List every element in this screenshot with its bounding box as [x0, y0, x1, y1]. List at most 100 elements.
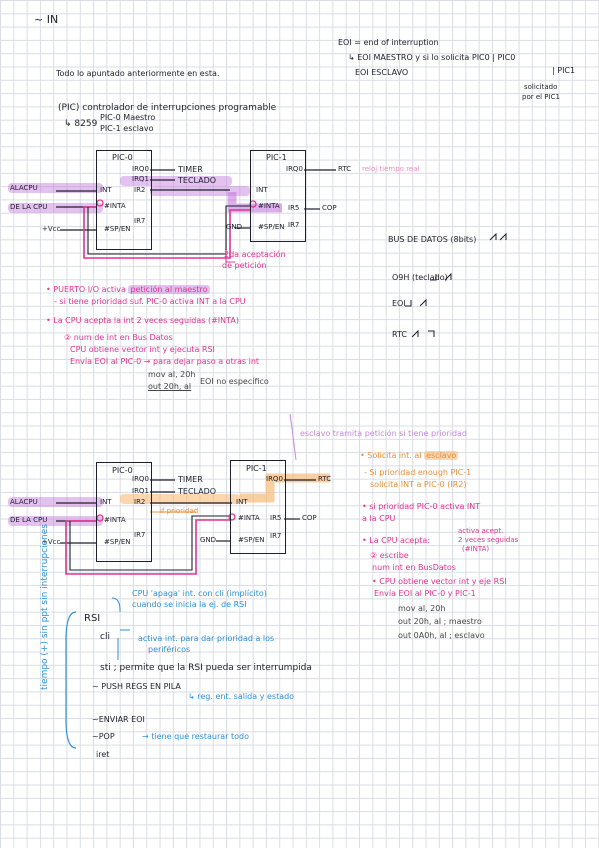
eoi-master: ↳ EOI MAESTRO y si lo solicita PIC0 | PI…	[348, 53, 516, 62]
pop-annotation: → tiene que restaurar todo	[142, 732, 250, 741]
sti-line: sti ; permite que la RSI pueda ser inter…	[100, 663, 312, 673]
teclado-label: TECLADO	[178, 176, 217, 185]
note2-e1: ② escribe	[370, 551, 409, 560]
second-acceptance-note: 2da aceptación	[224, 250, 286, 259]
ir5-label: IR5	[288, 204, 300, 212]
irq1-label: IRQ1	[132, 175, 149, 183]
cli-annotation-1: CPU 'apaga' int. con cli (implícito)	[132, 589, 267, 598]
esclavo-note: esclavo tramita petición si tiene priori…	[300, 429, 468, 438]
cli-label: cli	[100, 632, 110, 642]
rtc-label: RTC	[338, 165, 352, 173]
note2-b2: solicita INT a PIC-0 (IR2)	[370, 480, 467, 489]
cli-annotation-2: cuando se inicia la ej. de RSI	[132, 600, 247, 609]
inta-label-2: #INTA	[104, 516, 126, 524]
note2-f1: • CPU obtiene vector int y eje RSI	[372, 577, 507, 586]
ir2-label: IR2	[134, 186, 146, 194]
pic1-box-2	[230, 460, 286, 554]
note1-c6: EOI no específico	[200, 377, 269, 386]
gnd-label: GND	[226, 223, 243, 231]
sp-label-2: #SP/EN	[104, 538, 131, 546]
bus-datos-label: BUS DE DATOS (8bits)	[388, 235, 477, 244]
note2-f3: mov al, 20h	[398, 604, 446, 613]
sp-label: #SP/EN	[104, 225, 131, 233]
if-prioridad-note: if prioridad	[160, 507, 199, 515]
solicitado-note: solicitado	[524, 83, 558, 91]
pic0-master-label: PIC-0 Maestro	[100, 113, 156, 122]
push-line: ~ PUSH REGS EN PILA	[92, 682, 181, 691]
cop-label: COP	[322, 204, 337, 212]
note1-c5: out 20h, al	[148, 382, 192, 391]
timer-label: TIMER	[178, 165, 203, 174]
note2-a1: • Solicita int. al esclavo	[360, 451, 459, 460]
note1-b1: • La CPU acepta la int 2 veces seguidas …	[46, 316, 239, 325]
vcc-label-2: +Vcc	[42, 538, 61, 546]
pop-line: ~POP	[92, 732, 115, 741]
de-peticion-note: de petición	[222, 261, 267, 270]
todo-apuntado: Todo lo apuntado anteriormente en esta.	[56, 69, 220, 78]
page-title: ~ IN	[34, 13, 59, 26]
ir7-label: IR7	[134, 217, 146, 225]
pic-definition: (PIC) controlador de interrupciones prog…	[58, 103, 277, 113]
p1-ir7-label: IR7	[288, 221, 300, 229]
pic0-title: PIC-0	[112, 153, 133, 162]
p1-ir7-label-2: IR7	[270, 532, 282, 540]
irq1-label-2: IRQ1	[132, 487, 149, 495]
note2-f2: Envía EOI al PIC-0 y PIC-1	[374, 589, 476, 598]
teclado-label-2: TECLADO	[178, 487, 217, 496]
cop-label-2: COP	[302, 514, 317, 522]
note1-a1: • PUERTO I/O activa petición al maestro	[46, 285, 210, 294]
por-pic1-note: por el PIC1	[522, 93, 560, 101]
p1-sp-label: #SP/EN	[258, 223, 285, 231]
p1-int-label-2: INT	[236, 498, 248, 506]
rsi-label: RSI	[84, 613, 101, 624]
vcc-label: +Vcc	[42, 225, 61, 233]
pic0-box-2	[96, 462, 152, 562]
p1-inta-label-2: #INTA	[238, 514, 260, 522]
note1-a2: - si tiene prioridad suf. PIC-0 activa I…	[54, 297, 246, 306]
note2-b1: - Si prioridad enough PIC-1	[364, 468, 472, 477]
eoi-definition: EOI = end of interruption	[338, 38, 439, 47]
ir2-label-2: IR2	[134, 498, 146, 506]
note2-c2: a la CPU	[362, 514, 396, 523]
alacpu-label-2: ALACPU	[10, 498, 38, 506]
sti-annotation-2: periféricos	[148, 645, 191, 654]
p1-irq0-label-2: IRQ0	[266, 475, 283, 483]
port-eoi-label: EOI	[392, 299, 406, 308]
pic1-slave-label: PIC-1 esclavo	[100, 124, 154, 133]
p1-irq0-label: IRQ0	[286, 165, 303, 173]
note2-c1: • si prioridad PIC-0 activa INT	[362, 502, 481, 511]
rtc-label-2: RTC	[318, 475, 332, 483]
gnd-label-2: GND	[200, 536, 217, 544]
p1-sp-label-2: #SP/EN	[238, 536, 265, 544]
note1-c3: Envía EOI al PIC-0 → para dejar paso a o…	[70, 357, 260, 366]
rsi-side-label: tiempo (+) sin ppt sin interrupciones	[40, 524, 50, 690]
int-label: INT	[100, 186, 112, 194]
p1-int-label: INT	[256, 186, 268, 194]
note2-d4: (#INTA)	[462, 545, 490, 553]
eoi-slave: EOI ESCLAVO	[355, 68, 409, 77]
sti-annotation-1: activa int. para dar prioridad a los	[138, 634, 275, 643]
port-rtc-label: RTC	[392, 330, 407, 339]
push-annotation: ↳ reg. ent. salida y estado	[188, 692, 295, 701]
ir7-label-2: IR7	[134, 531, 146, 539]
pic1-title-2: PIC-1	[246, 464, 267, 473]
eoi-pic1: | PIC1	[552, 66, 576, 75]
pic0-box	[96, 150, 152, 250]
p1-inta-label: #INTA	[258, 202, 280, 210]
pic-8259: ↳ 8259	[64, 119, 98, 129]
port-o9h-label: O9H (teclado)	[392, 273, 448, 282]
note2-d2: activa acept.	[458, 527, 504, 535]
note1-c2: CPU obtiene vector int y ejecuta RSI	[70, 345, 215, 354]
delacpu-label-2: DE LA CPU	[10, 516, 48, 524]
reloj-note: reloj tiempo real	[362, 165, 420, 173]
delacpu-label: DE LA CPU	[10, 203, 48, 211]
note2-d3: 2 veces seguidas	[458, 536, 519, 544]
pic0-title-2: PIC-0	[112, 466, 133, 475]
note2-e2: num int en BusDatos	[372, 563, 456, 572]
iret-line: iret	[96, 750, 110, 759]
note2-f4: out 20h, al ; maestro	[398, 617, 482, 626]
enviar-eoi-line: ~ENVIAR EOI	[92, 715, 145, 724]
irq0-label: IRQ0	[132, 165, 149, 173]
note1-c1: ② num de int en Bus Datos	[64, 333, 173, 342]
